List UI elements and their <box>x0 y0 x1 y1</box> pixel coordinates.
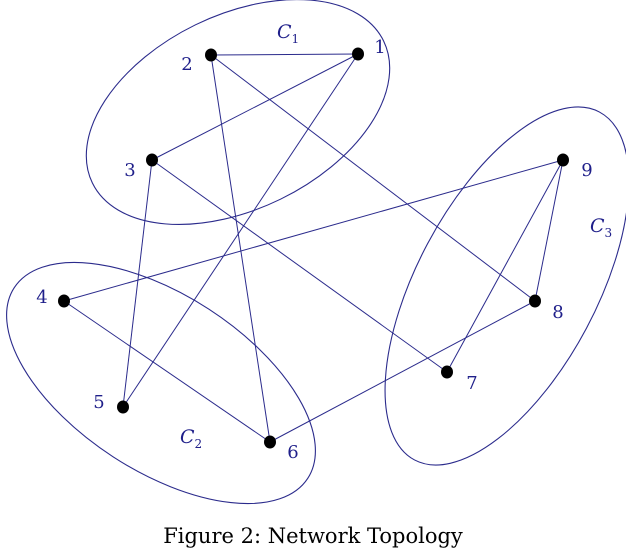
node-1-label: 1 <box>374 37 385 58</box>
cluster-c3-label: C3 <box>590 215 612 240</box>
node-6 <box>264 435 276 449</box>
cluster-c2-label: C2 <box>180 426 202 451</box>
edge-2-1 <box>210 53 359 56</box>
node-5-label: 5 <box>93 392 104 413</box>
cluster-layer <box>6 0 626 505</box>
node-7-label: 7 <box>466 373 477 394</box>
edge-9-8 <box>534 159 564 302</box>
cluster-c1-label: C1 <box>277 21 299 46</box>
node-6-label: 6 <box>287 442 298 463</box>
edge-3-5 <box>122 159 153 408</box>
node-8 <box>529 294 541 308</box>
node-7 <box>441 365 453 379</box>
node-2 <box>205 48 217 62</box>
node-2-label: 2 <box>181 54 192 75</box>
edge-2-6 <box>210 54 271 443</box>
figure-caption: Figure 2: Network Topology <box>163 524 463 548</box>
node-3 <box>146 153 158 167</box>
cluster-label-subscript: 2 <box>195 437 203 451</box>
node-5 <box>117 400 129 414</box>
cluster-label-letter: C <box>590 215 605 237</box>
cluster-c3-outline <box>384 106 626 466</box>
node-4 <box>58 294 70 308</box>
node-9-label: 9 <box>581 160 592 181</box>
edge-1-5 <box>122 53 359 408</box>
edge-4-9 <box>63 159 564 302</box>
node-4-label: 4 <box>36 287 47 308</box>
edge-layer <box>63 53 564 443</box>
cluster-label-subscript: 3 <box>605 226 613 240</box>
node-8-label: 8 <box>552 302 563 323</box>
edge-9-7 <box>446 159 564 373</box>
edge-3-7 <box>151 159 448 373</box>
cluster-c1-outline <box>85 0 391 225</box>
edge-4-6 <box>63 300 271 443</box>
node-3-label: 3 <box>124 160 135 181</box>
cluster-label-letter: C <box>180 426 195 448</box>
node-9 <box>557 153 569 167</box>
edge-2-8 <box>210 54 536 302</box>
node-layer <box>58 47 569 449</box>
edge-1-3 <box>151 53 359 161</box>
cluster-label-letter: C <box>277 21 292 43</box>
cluster-label-subscript: 1 <box>292 32 300 46</box>
cluster-c2-outline <box>6 261 316 505</box>
node-1 <box>352 47 364 61</box>
edge-8-6 <box>269 300 536 443</box>
